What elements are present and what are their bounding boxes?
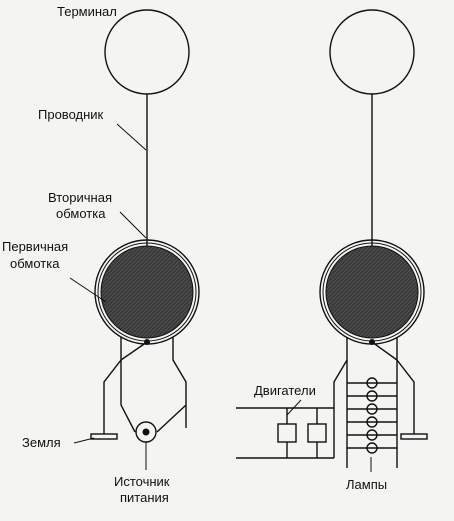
right-ground-plate [400,433,428,440]
motor-1-icon [277,423,297,443]
label-ground: Земля [22,435,61,450]
lamp-icon [366,416,378,428]
motors-leader [286,399,302,416]
left-coil-assembly [90,9,200,470]
label-primary-line2: обмотка [10,256,60,271]
primary-leader [69,277,107,303]
left-ground-plate [90,433,118,440]
left-secondary-coil [100,245,194,339]
source-wire-left [120,360,136,433]
right-coil-assembly [236,9,428,472]
motor-2-icon [307,423,327,443]
right-coil-lead-right [396,337,415,428]
label-source-line2: питания [120,490,169,505]
right-junction-dot [369,339,375,345]
label-terminal: Терминал [57,4,117,19]
label-primary-line1: Первичная [2,239,68,254]
label-lamps: Лампы [346,477,387,492]
lamp-icon [366,403,378,415]
lamp-icon [366,377,378,389]
lamp-icon [366,390,378,402]
lamp-icon [366,429,378,441]
label-secondary-line2: обмотка [56,206,106,221]
label-source-line1: Источник [114,474,170,489]
right-terminal-sphere [329,9,415,95]
conductor-leader [116,123,147,151]
left-junction-dot [144,339,150,345]
left-coil-lead-left [103,337,122,428]
right-secondary-coil [325,245,419,339]
label-secondary-line1: Вторичная [48,190,112,205]
right-coil-tap-wire [371,341,398,361]
ground-leader [73,437,95,444]
lamp-ladder [347,377,397,454]
secondary-leader [119,211,147,239]
left-coil-tap-wire [120,341,148,361]
lamp-icon [366,442,378,454]
label-motors: Двигатели [254,383,316,398]
source-wire-right [156,404,187,433]
right-coil-lead-left [333,337,348,458]
left-terminal-sphere [104,9,190,95]
label-conductor: Проводник [38,107,104,122]
